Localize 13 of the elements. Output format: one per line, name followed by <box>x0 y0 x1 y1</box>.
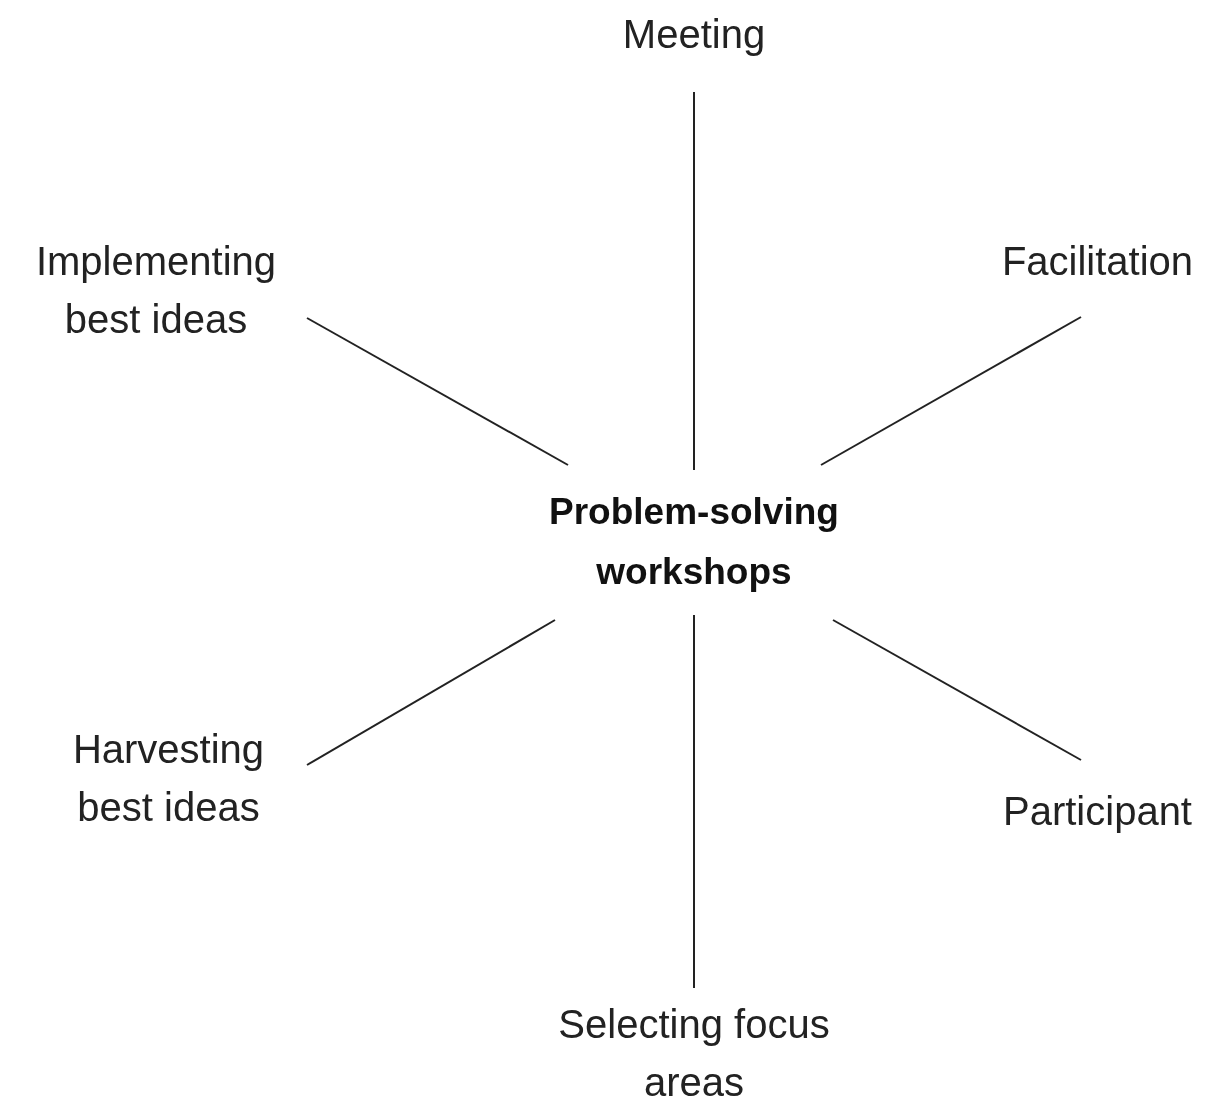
connector-line <box>820 316 1082 466</box>
central-topic-text: Problem-solving workshops <box>548 490 840 594</box>
topic-text: Implementing best ideas <box>34 238 278 343</box>
topic-text: Participant <box>1003 788 1192 835</box>
connector-line <box>306 317 569 466</box>
connector-line <box>832 619 1082 761</box>
connector-line <box>693 614 695 989</box>
topic-text: Meeting <box>622 11 766 58</box>
topic-text: Harvesting best ideas <box>71 726 266 831</box>
connector-line <box>693 91 695 471</box>
topic-text: Facilitation <box>1001 238 1194 285</box>
topic-text: Selecting focus areas <box>557 1001 831 1106</box>
connector-line <box>306 619 556 766</box>
